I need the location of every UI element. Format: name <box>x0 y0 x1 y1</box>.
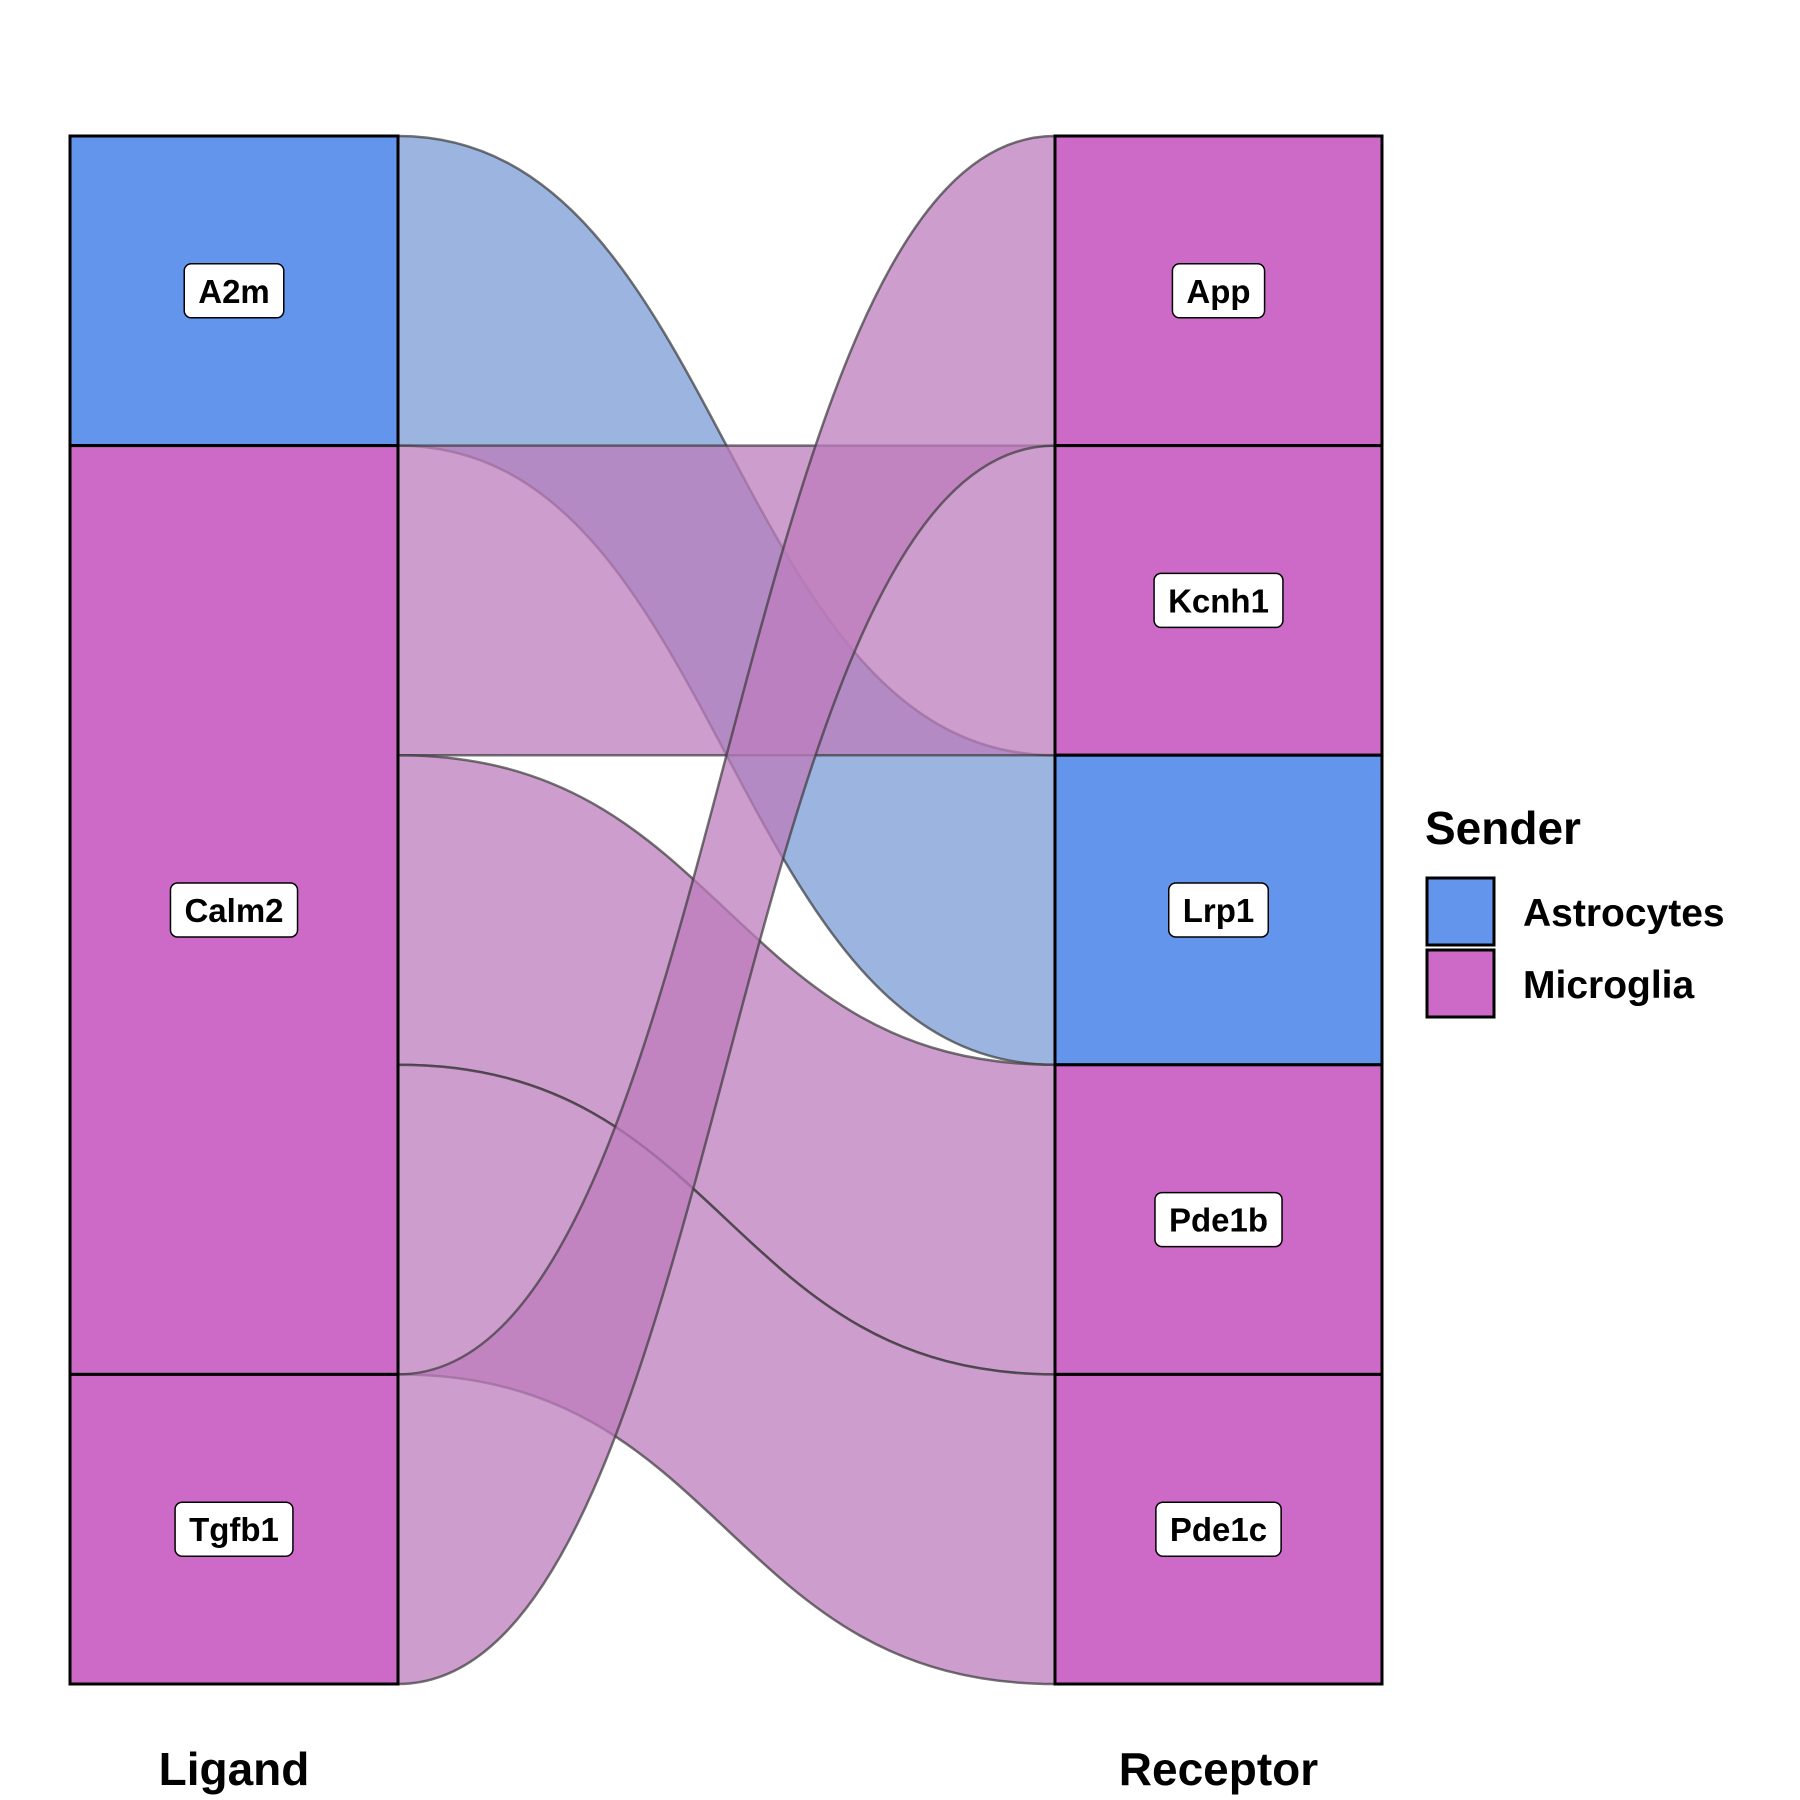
receptor-node-pde1b: Pde1b <box>1053 1063 1384 1376</box>
receptor-node-label-text: Lrp1 <box>1183 892 1255 929</box>
ligand-node-label: Tgfb1 <box>174 1501 294 1557</box>
ligand-node-calm2: Calm2 <box>68 444 400 1376</box>
receptor-node-app: App <box>1053 134 1384 448</box>
receptor-node-label-box <box>1153 572 1284 629</box>
ligand-node-label: A2m <box>183 263 285 319</box>
ligand-node-label-text: Tgfb1 <box>189 1511 279 1548</box>
legend-label: Astrocytes <box>1523 892 1725 935</box>
ligand-node-label-box <box>174 1501 294 1557</box>
legend-swatch <box>1425 948 1496 1019</box>
ligand-node-tgfb1: Tgfb1 <box>68 1372 400 1686</box>
flows-layer <box>396 134 1057 1686</box>
legend-swatch <box>1425 876 1496 947</box>
ligand-node-label-box <box>169 882 299 938</box>
legend-item-astrocytes: Astrocytes <box>1425 876 1725 947</box>
receptor-node-label: Pde1c <box>1155 1501 1282 1557</box>
receptor-node-pde1c: Pde1c <box>1053 1372 1384 1686</box>
axis-titles: Ligand Receptor <box>159 1743 1319 1795</box>
legend-item-microglia: Microglia <box>1425 948 1695 1019</box>
ligand-node-label: Calm2 <box>169 882 299 938</box>
legend-title: Sender <box>1425 802 1581 854</box>
ligand-node-label-text: Calm2 <box>184 892 283 929</box>
receptor-node-lrp1: Lrp1 <box>1053 753 1384 1067</box>
receptor-node-kcnh1: Kcnh1 <box>1053 444 1384 757</box>
receptor-node-label: Kcnh1 <box>1153 572 1284 629</box>
receptor-node-label-box <box>1171 263 1266 319</box>
receptor-node-label-text: Kcnh1 <box>1168 582 1269 619</box>
receptor-node-label-text: Pde1b <box>1169 1202 1268 1239</box>
legend-label: Microglia <box>1523 964 1695 1007</box>
axis-title-receptor: Receptor <box>1119 1743 1318 1795</box>
receptor-node-label-box <box>1155 1501 1282 1557</box>
receptor-node-label-text: App <box>1186 273 1250 310</box>
receptor-node-label-text: Pde1c <box>1170 1511 1267 1548</box>
receptor-node-label-box <box>1154 1191 1283 1248</box>
ligand-node-a2m: A2m <box>68 134 400 448</box>
ligand-node-label-text: A2m <box>198 273 270 310</box>
flow-calm2-kcnh1 <box>396 444 1057 757</box>
ligand-node-label-box <box>183 263 285 319</box>
axis-title-ligand: Ligand <box>159 1743 310 1795</box>
receptor-node-label: Pde1b <box>1154 1191 1283 1248</box>
receptor-node-label: App <box>1171 263 1266 319</box>
receptor-node-label: Lrp1 <box>1167 882 1270 938</box>
receptor-node-label-box <box>1167 882 1270 938</box>
